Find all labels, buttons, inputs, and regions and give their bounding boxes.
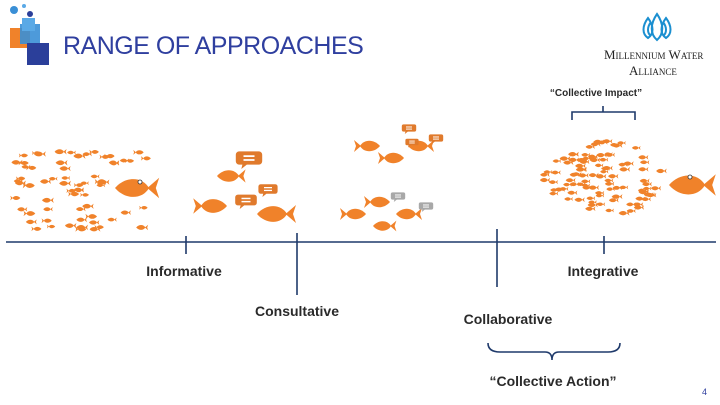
- approaches-axis: [6, 229, 716, 295]
- speech-bubbles-consultative: [235, 151, 278, 209]
- small-fish: [55, 159, 68, 166]
- small-fish: [23, 210, 36, 217]
- small-fish: [40, 178, 52, 185]
- small-fish: [650, 185, 662, 191]
- small-fish: [125, 158, 135, 163]
- small-fish: [551, 170, 561, 175]
- small-fish: [539, 177, 551, 183]
- small-fish: [59, 180, 71, 187]
- small-fish: [631, 145, 641, 150]
- small-fish: [565, 177, 576, 183]
- small-fish: [588, 185, 600, 191]
- small-fish: [595, 190, 605, 196]
- small-fish: [581, 179, 591, 184]
- small-fish: [604, 178, 614, 183]
- small-fish: [59, 165, 71, 172]
- small-fish: [596, 202, 606, 207]
- small-fish: [548, 180, 558, 185]
- small-fish: [639, 178, 650, 184]
- small-fish: [608, 173, 619, 179]
- small-fish: [120, 210, 131, 215]
- corner-squares-logo: [10, 4, 49, 65]
- small-fish: [76, 217, 87, 223]
- small-fish: [656, 168, 667, 174]
- label-consultative: Consultative: [254, 303, 340, 319]
- collective-impact-bracket: [571, 106, 636, 120]
- label-collaborative: Collaborative: [463, 311, 553, 327]
- logo-line-1: Millennium Water: [604, 47, 704, 62]
- fish-eye: [687, 174, 693, 180]
- small-fish: [11, 159, 23, 165]
- small-fish: [594, 163, 604, 168]
- small-fish: [31, 226, 42, 232]
- small-fish: [18, 160, 29, 166]
- small-fish: [18, 153, 28, 158]
- fish-group-collaborative: [340, 140, 434, 232]
- small-fish: [139, 205, 148, 210]
- small-fish: [140, 156, 151, 161]
- small-fish: [41, 197, 54, 203]
- small-fish: [641, 196, 651, 202]
- speech-bubbles-collaborative: [390, 124, 444, 212]
- small-fish: [599, 157, 609, 162]
- small-fish: [567, 190, 578, 196]
- big-fish-integrative: [669, 174, 716, 196]
- collective-action-bracket: [487, 342, 621, 361]
- page-title: RANGE OF APPROACHES: [63, 32, 364, 60]
- small-fish: [10, 195, 21, 201]
- small-fish: [46, 224, 56, 229]
- small-fish: [605, 208, 614, 213]
- small-fish: [586, 196, 596, 201]
- logo-line-2: Alliance: [629, 63, 677, 78]
- small-fish: [17, 206, 28, 212]
- small-fish: [80, 192, 89, 197]
- page-number: 4: [701, 387, 707, 397]
- small-fish: [82, 203, 94, 209]
- small-fish: [85, 213, 98, 220]
- small-fish: [25, 219, 37, 225]
- label-integrative: Integrative: [567, 263, 639, 279]
- small-fish: [638, 166, 649, 172]
- small-fish: [549, 191, 559, 196]
- small-fish: [564, 196, 573, 201]
- small-fish: [136, 224, 149, 231]
- collective-action-label: “Collective Action”: [489, 373, 617, 389]
- small-fish: [107, 217, 117, 222]
- small-fish: [43, 206, 53, 212]
- small-fish: [552, 159, 562, 164]
- small-fish: [640, 160, 650, 165]
- label-informative: Informative: [146, 263, 222, 279]
- small-fish: [64, 223, 77, 229]
- big-fish-informative: [115, 177, 160, 199]
- small-fish: [61, 176, 71, 180]
- small-fish: [67, 150, 76, 155]
- small-fish: [54, 148, 67, 155]
- small-fish: [638, 155, 649, 160]
- fish-school-integrative: [539, 138, 667, 216]
- small-fish: [585, 206, 596, 212]
- small-fish: [600, 169, 609, 174]
- small-fish: [574, 197, 585, 203]
- small-fish: [133, 149, 144, 155]
- small-fish: [88, 220, 100, 225]
- small-fish: [619, 166, 631, 172]
- small-fish: [563, 182, 572, 187]
- small-fish: [90, 174, 100, 179]
- collective-impact-label: “Collective Impact”: [549, 88, 643, 99]
- small-fish: [604, 181, 615, 186]
- small-fish: [41, 218, 52, 224]
- fish-eye: [137, 179, 143, 185]
